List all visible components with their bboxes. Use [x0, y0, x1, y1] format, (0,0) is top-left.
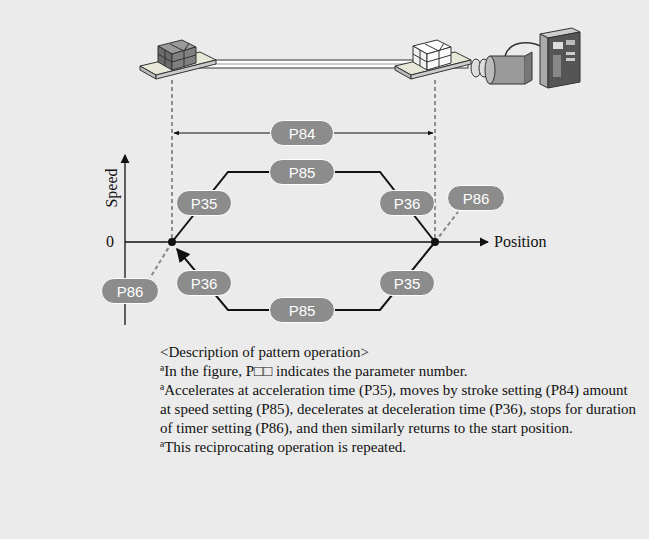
parameter-tag: P36 [379, 190, 435, 216]
parameter-tag: P35 [176, 190, 232, 216]
axis-label: Speed [104, 168, 120, 207]
description-heading: <Description of pattern operation> [160, 343, 638, 362]
parameter-number: P36 [191, 276, 218, 291]
leader-lines [150, 212, 458, 278]
description-note: ªThis reciprocating operation is repeate… [160, 438, 638, 457]
servo-motor [471, 43, 545, 84]
parameter-number: P36 [394, 196, 421, 211]
servo-amplifier [540, 28, 580, 88]
parameter-number: P85 [289, 303, 316, 318]
parameter-number: P86 [463, 191, 490, 206]
description-note: ªIn the figure, P□□ indicates the parame… [160, 362, 638, 381]
parameter-tag: P85 [269, 297, 335, 323]
start-point [168, 238, 176, 246]
guide-lines [172, 80, 435, 242]
axis-label: Position [494, 234, 546, 250]
parameter-number: P84 [289, 126, 316, 141]
parameter-number: P35 [394, 276, 421, 291]
parameter-tag: P85 [269, 159, 335, 185]
parameter-number: P35 [191, 196, 218, 211]
description-block: <Description of pattern operation>ªIn th… [160, 343, 638, 457]
table-start [140, 40, 216, 79]
table-end [395, 40, 471, 79]
parameter-tag: P86 [447, 185, 505, 211]
parameter-tag: P36 [176, 270, 232, 296]
description-note: ªAccelerates at acceleration time (P35),… [160, 381, 638, 438]
parameter-number: P86 [117, 284, 144, 299]
parameter-tag: P84 [270, 120, 334, 146]
axis-origin: 0 [106, 234, 114, 250]
parameter-tag: P35 [379, 270, 435, 296]
end-point [431, 238, 439, 246]
parameter-tag: P86 [101, 278, 159, 304]
parameter-number: P85 [289, 165, 316, 180]
